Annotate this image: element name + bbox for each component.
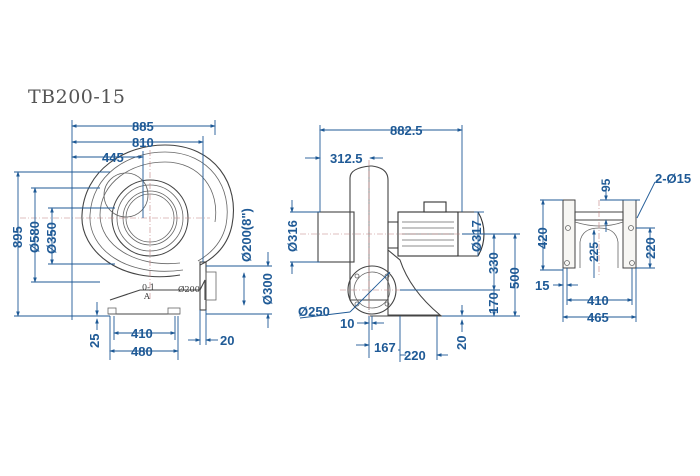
side-view: 882.5 312.5 Ø316 Ø317 330 170 500 Ø250 (285, 123, 522, 363)
dim-15: 15 (535, 278, 549, 293)
dim-dia-316: Ø316 (285, 220, 300, 252)
dim-895: 895 (10, 226, 25, 248)
dim-465: 465 (587, 310, 609, 325)
dim-dia-317: Ø317 (469, 220, 484, 252)
dim-225: 225 (587, 242, 601, 262)
dim-220-base: 220 (643, 237, 658, 259)
section-mark-letter: A (143, 292, 150, 301)
dim-dia-350: Ø350 (44, 222, 59, 254)
dim-420: 420 (535, 227, 550, 249)
dim-95: 95 (599, 178, 613, 192)
model-title: TB200-15 (28, 86, 126, 108)
dim-882-5: 882.5 (390, 123, 423, 138)
dim-810: 810 (132, 135, 154, 150)
dim-445: 445 (102, 150, 124, 165)
dim-480: 480 (131, 344, 153, 359)
dim-312-5: 312.5 (330, 151, 363, 166)
dim-410-base: 410 (587, 293, 609, 308)
dim-410: 410 (131, 326, 153, 341)
dim-10: 10 (340, 316, 354, 331)
front-view: 0-1 A Ø200 885 810 445 895 Ø580 Ø350 Ø20… (10, 119, 275, 360)
dim-20-front: 20 (220, 333, 234, 348)
base-view: 95 2-Ø15 420 225 220 15 410 465 (535, 171, 691, 325)
dim-2-dia-15: 2-Ø15 (655, 171, 691, 186)
dim-885: 885 (132, 119, 154, 134)
dim-330: 330 (486, 252, 501, 274)
dim-20-side: 20 (454, 336, 469, 350)
dim-170: 170 (486, 292, 501, 314)
dim-dia-300: Ø300 (260, 273, 275, 305)
dim-outlet-dia: Ø200(8") (239, 208, 254, 262)
outlet-label: Ø200 (178, 285, 200, 294)
dim-220-side: 220 (404, 348, 426, 363)
dim-25: 25 (87, 334, 102, 348)
dim-dia-580: Ø580 (27, 221, 42, 253)
dim-167: 167 (374, 340, 396, 355)
dim-500: 500 (507, 267, 522, 289)
dim-dia-250: Ø250 (298, 304, 330, 319)
section-mark-top: 0-1 (142, 283, 155, 292)
